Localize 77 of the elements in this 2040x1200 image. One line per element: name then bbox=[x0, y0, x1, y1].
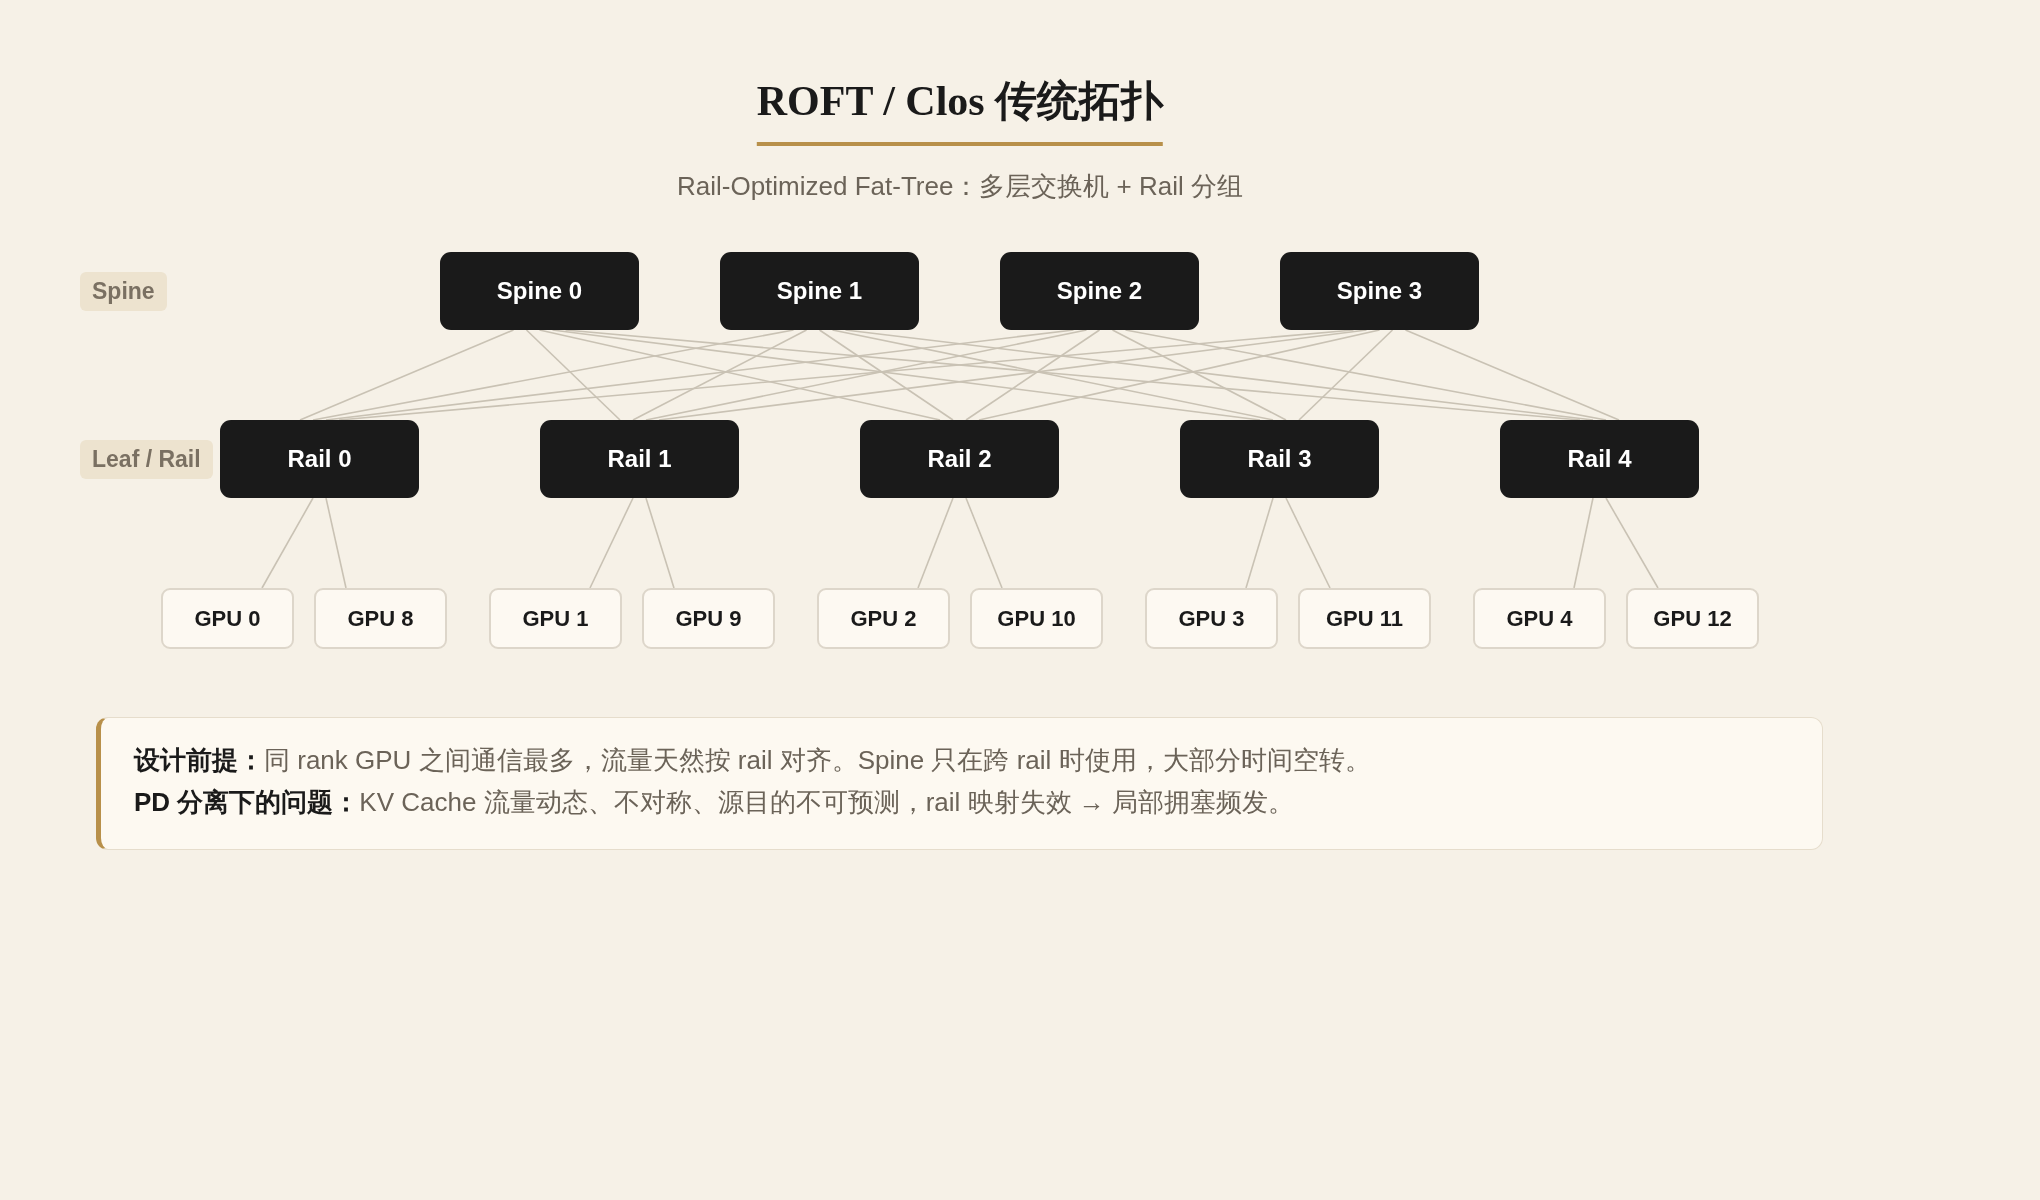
switch-label: Rail 2 bbox=[927, 445, 992, 473]
connector-line bbox=[818, 329, 954, 421]
gpu-box bbox=[314, 588, 447, 649]
connector-line bbox=[831, 329, 1274, 421]
switch-box bbox=[720, 252, 919, 330]
connector-line bbox=[1111, 329, 1287, 421]
connector-line bbox=[1404, 329, 1620, 421]
switch-box bbox=[540, 420, 739, 498]
connector-line bbox=[538, 329, 941, 421]
gpu-box bbox=[1626, 588, 1759, 649]
connector-line bbox=[1573, 497, 1594, 589]
connector-line bbox=[325, 497, 347, 589]
gpu-box bbox=[970, 588, 1103, 649]
switch-box bbox=[220, 420, 419, 498]
connector-line bbox=[564, 329, 1581, 421]
gpu-label: GPU 4 bbox=[1506, 605, 1573, 632]
connector-line bbox=[645, 329, 1088, 421]
gpu-label: GPU 10 bbox=[997, 605, 1076, 632]
connector-line bbox=[658, 329, 1368, 421]
row-label: Spine bbox=[92, 278, 155, 305]
title: ROFT / Clos 传统拓扑 bbox=[756, 77, 1164, 126]
note-text: PD 分离下的问题：KV Cache 流量动态、不对称、源目的不可预测，rail 映射失效 → 局部拥塞频发。 bbox=[134, 786, 1295, 819]
gpu-box bbox=[642, 588, 775, 649]
switch-label: Rail 3 bbox=[1247, 445, 1312, 473]
connector-line bbox=[589, 497, 634, 589]
connector-line bbox=[917, 497, 954, 589]
connector-line bbox=[965, 329, 1101, 421]
connector-line bbox=[645, 497, 675, 589]
switch-label: Spine 0 bbox=[496, 277, 583, 305]
row-label: Leaf / Rail bbox=[92, 446, 201, 473]
subtitle: Rail-Optimized Fat-Tree：多层交换机 + Rail 分组 bbox=[676, 170, 1244, 202]
switch-box bbox=[1180, 420, 1379, 498]
switch-label: Spine 3 bbox=[1336, 277, 1423, 305]
connector-line bbox=[978, 329, 1381, 421]
switch-box bbox=[1000, 252, 1199, 330]
switch-label: Rail 1 bbox=[607, 445, 672, 473]
gpu-box bbox=[1298, 588, 1431, 649]
connector-line bbox=[632, 329, 808, 421]
connector-line bbox=[1245, 497, 1274, 589]
gpu-label: GPU 3 bbox=[1178, 605, 1245, 632]
connector-line bbox=[965, 497, 1003, 589]
switch-label: Spine 1 bbox=[776, 277, 863, 305]
row-tag bbox=[80, 272, 167, 311]
connector-line bbox=[261, 497, 314, 589]
gpu-label: GPU 2 bbox=[850, 605, 917, 632]
gpu-label: GPU 9 bbox=[675, 605, 742, 632]
connector-line bbox=[338, 329, 1355, 421]
switch-box bbox=[440, 252, 639, 330]
gpu-label: GPU 11 bbox=[1325, 605, 1403, 632]
gpu-box bbox=[1473, 588, 1606, 649]
row-tag bbox=[80, 440, 213, 479]
gpu-box bbox=[161, 588, 294, 649]
switch-box bbox=[860, 420, 1059, 498]
gpu-label: GPU 8 bbox=[347, 605, 414, 632]
gpu-box bbox=[1145, 588, 1278, 649]
note-panel bbox=[96, 717, 1823, 850]
note-text: 设计前提：同 rank GPU 之间通信最多，流量天然按 rail 对齐。Spine 只在跨 rail 时使用，大部分时间空转。 bbox=[134, 744, 1372, 777]
switch-box bbox=[1280, 252, 1479, 330]
connector-line bbox=[299, 329, 515, 421]
switch-label: Rail 4 bbox=[1567, 445, 1632, 473]
gpu-label: GPU 0 bbox=[194, 605, 261, 632]
connector-line bbox=[1285, 497, 1331, 589]
connector-line bbox=[551, 329, 1261, 421]
switch-box bbox=[1500, 420, 1699, 498]
connector-line bbox=[1605, 497, 1659, 589]
gpu-label: GPU 1 bbox=[522, 605, 589, 632]
switch-label: Rail 0 bbox=[287, 445, 352, 473]
connector-line bbox=[1124, 329, 1607, 421]
connector-line bbox=[312, 329, 795, 421]
connector-line bbox=[525, 329, 621, 421]
gpu-label: GPU 12 bbox=[1653, 605, 1732, 632]
switch-label: Spine 2 bbox=[1056, 277, 1143, 305]
connector-line bbox=[1298, 329, 1394, 421]
gpu-box bbox=[817, 588, 950, 649]
connector-line bbox=[844, 329, 1594, 421]
connector-line bbox=[325, 329, 1075, 421]
gpu-box bbox=[489, 588, 622, 649]
